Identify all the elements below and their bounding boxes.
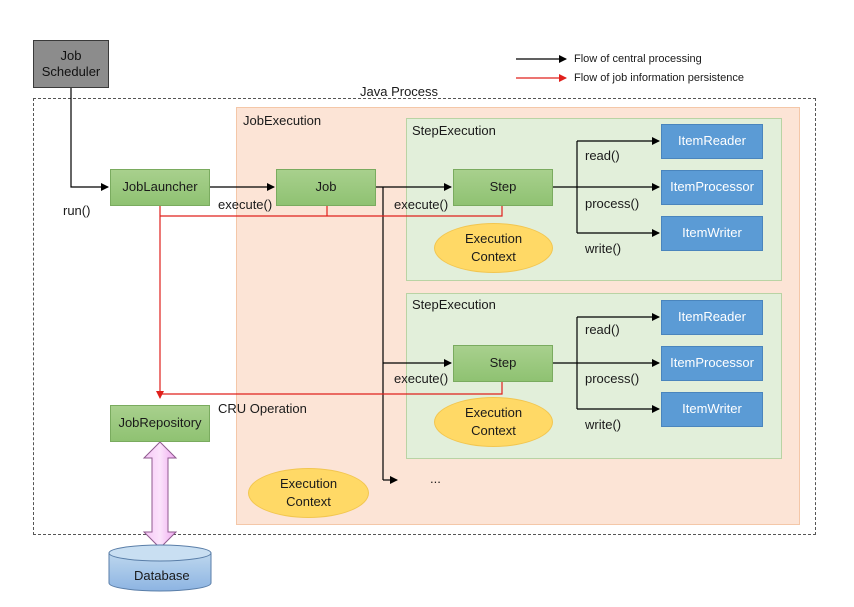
item-processor-label-2: ItemProcessor: [670, 355, 754, 371]
process-label-2: process(): [585, 371, 640, 386]
step2-execution-context: Execution Context: [434, 397, 553, 447]
item-processor-box-2: ItemProcessor: [661, 346, 763, 381]
item-writer-box-1: ItemWriter: [661, 216, 763, 251]
job-scheduler-line1: Job: [60, 47, 82, 63]
item-reader-box-2: ItemReader: [661, 300, 763, 335]
execute-label-3: execute(): [394, 371, 449, 386]
item-reader-label-1: ItemReader: [678, 133, 746, 149]
database-cylinder: [108, 544, 212, 592]
process-label-1: process(): [585, 196, 640, 211]
step1-context-line1: Execution: [464, 231, 523, 247]
legend-persistence-label: Flow of job information persistence: [574, 72, 744, 84]
java-process-label: Java Process: [360, 84, 439, 99]
step-box-2: Step: [453, 345, 553, 382]
item-processor-label-1: ItemProcessor: [670, 179, 754, 195]
java-process-frame: [33, 98, 816, 535]
job-scheduler-box: Job Scheduler: [33, 40, 109, 88]
cru-operation-label: CRU Operation: [218, 401, 307, 416]
item-reader-box-1: ItemReader: [661, 124, 763, 159]
persistence-step1-line: [160, 206, 503, 217]
item-writer-label-1: ItemWriter: [682, 225, 742, 241]
scheduler-to-launcher-line: [70, 88, 109, 191]
job-execution-context: Execution Context: [248, 468, 369, 518]
step-label-2: Step: [489, 355, 517, 371]
ellipsis-label: ...: [430, 471, 441, 486]
database-label: Database: [134, 568, 190, 583]
write-label-2: write(): [585, 417, 622, 432]
item-reader-label-2: ItemReader: [678, 309, 746, 325]
job-context-line1: Execution: [279, 476, 338, 492]
step-execution-label-1: StepExecution: [412, 123, 496, 138]
item-writer-label-2: ItemWriter: [682, 401, 742, 417]
repository-database-double-arrow: [142, 441, 178, 549]
step1-context-line2: Context: [471, 249, 516, 264]
item-writer-box-2: ItemWriter: [661, 392, 763, 427]
write-label-1: write(): [585, 241, 622, 256]
persistence-step2-line: [160, 382, 503, 395]
job-context-line2: Context: [286, 494, 331, 509]
read-label-2: read(): [585, 322, 620, 337]
item-processor-box-1: ItemProcessor: [661, 170, 763, 205]
legend-central-label: Flow of central processing: [574, 53, 702, 65]
run-label: run(): [63, 203, 91, 218]
job-repository-label: JobRepository: [118, 415, 202, 431]
job-launcher-box: JobLauncher: [110, 169, 210, 206]
job-launcher-label: JobLauncher: [122, 179, 198, 195]
execute-label-1: execute(): [218, 197, 273, 212]
job-execution-label: JobExecution: [243, 113, 322, 128]
step-label-1: Step: [489, 179, 517, 195]
step-execution-label-2: StepExecution: [412, 297, 496, 312]
job-scheduler-line2: Scheduler: [41, 64, 101, 79]
read-label-1: read(): [585, 148, 620, 163]
step2-context-line1: Execution: [464, 405, 523, 421]
execute-label-2: execute(): [394, 197, 449, 212]
step1-execution-context: Execution Context: [434, 223, 553, 273]
step2-context-line2: Context: [471, 423, 516, 438]
job-repository-box: JobRepository: [110, 405, 210, 442]
job-box: Job: [276, 169, 376, 206]
step-box-1: Step: [453, 169, 553, 206]
job-label: Job: [315, 179, 337, 195]
